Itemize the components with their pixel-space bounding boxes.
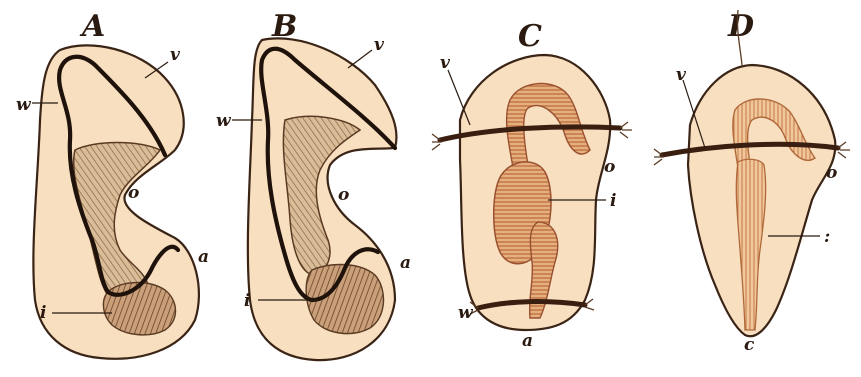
panel-a-label-a: a bbox=[198, 247, 209, 267]
panel-a-intestine bbox=[103, 283, 175, 335]
panel-b-label-a: a bbox=[400, 253, 411, 273]
panel-d-label-i: : bbox=[824, 227, 830, 247]
panel-d-label-v: v bbox=[676, 65, 687, 85]
panel-d-label-o: o bbox=[826, 163, 837, 183]
panel-b-label-v: v bbox=[374, 35, 385, 55]
panel-c-label-i: i bbox=[610, 191, 616, 211]
panel-b-label-w: w bbox=[216, 111, 232, 131]
panel-c: C v o i w a bbox=[432, 19, 632, 351]
panel-d-label-a: c bbox=[744, 335, 755, 355]
panel-a: A v w o a i bbox=[16, 9, 209, 359]
panel-c-label-o: o bbox=[604, 157, 615, 177]
panel-d: D v o : c bbox=[654, 9, 850, 355]
panel-c-letter: C bbox=[518, 19, 542, 54]
panel-a-letter: A bbox=[79, 9, 105, 44]
panel-b-label-i: i bbox=[244, 291, 250, 311]
panel-a-label-v: v bbox=[170, 45, 181, 65]
panel-c-label-w: w bbox=[458, 303, 474, 323]
panel-b: B v w o a i bbox=[216, 9, 411, 360]
panel-c-label-v: v bbox=[440, 53, 451, 73]
panel-d-letter: D bbox=[727, 9, 754, 44]
panel-c-label-a: a bbox=[522, 331, 533, 351]
panel-a-label-i: i bbox=[40, 303, 46, 323]
panel-a-label-o: o bbox=[128, 183, 139, 203]
panel-a-label-w: w bbox=[16, 95, 32, 115]
panel-b-label-o: o bbox=[338, 185, 349, 205]
